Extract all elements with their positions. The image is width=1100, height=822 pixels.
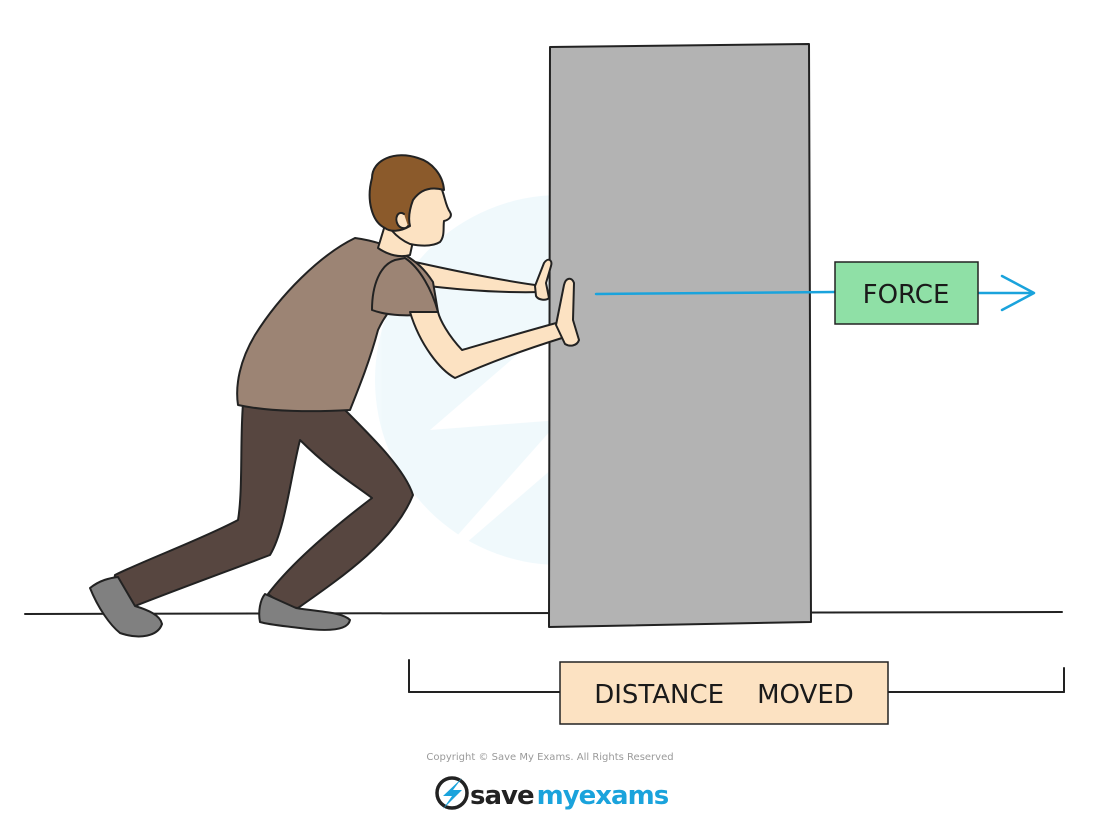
brand-save: save <box>470 781 534 811</box>
distance-bracket <box>408 659 1065 693</box>
distance-moved-label: DISTANCE MOVED <box>559 661 889 725</box>
brand-my: my <box>537 781 580 811</box>
force-label-box <box>834 261 979 325</box>
force-arrow-line <box>594 290 837 296</box>
ground-line <box>24 611 1063 615</box>
force-label: FORCE <box>834 261 979 325</box>
lightning-bolt-logo-icon <box>435 776 469 810</box>
lightning-bolt-shape <box>443 778 462 809</box>
person-sleeve <box>371 257 439 317</box>
person-trousers <box>113 403 414 609</box>
person-front-shoe <box>258 593 351 631</box>
copyright-text: Copyright © Save My Exams. All Rights Re… <box>426 752 673 763</box>
person-hair <box>368 154 445 232</box>
force-arrow <box>594 274 1036 312</box>
box <box>548 43 812 628</box>
arrow-right-icon <box>1000 274 1036 312</box>
person-back-hand <box>534 258 553 301</box>
brand-exams: exams <box>579 781 669 811</box>
person-ear <box>395 212 409 230</box>
distance-label-text: DISTANCE MOVED <box>594 680 854 710</box>
distance-label-box <box>559 661 889 725</box>
person-front-hand <box>555 277 580 347</box>
person-back-shoe <box>89 576 163 638</box>
person-pushing-icon <box>89 154 580 638</box>
force-label-text: FORCE <box>863 280 950 310</box>
